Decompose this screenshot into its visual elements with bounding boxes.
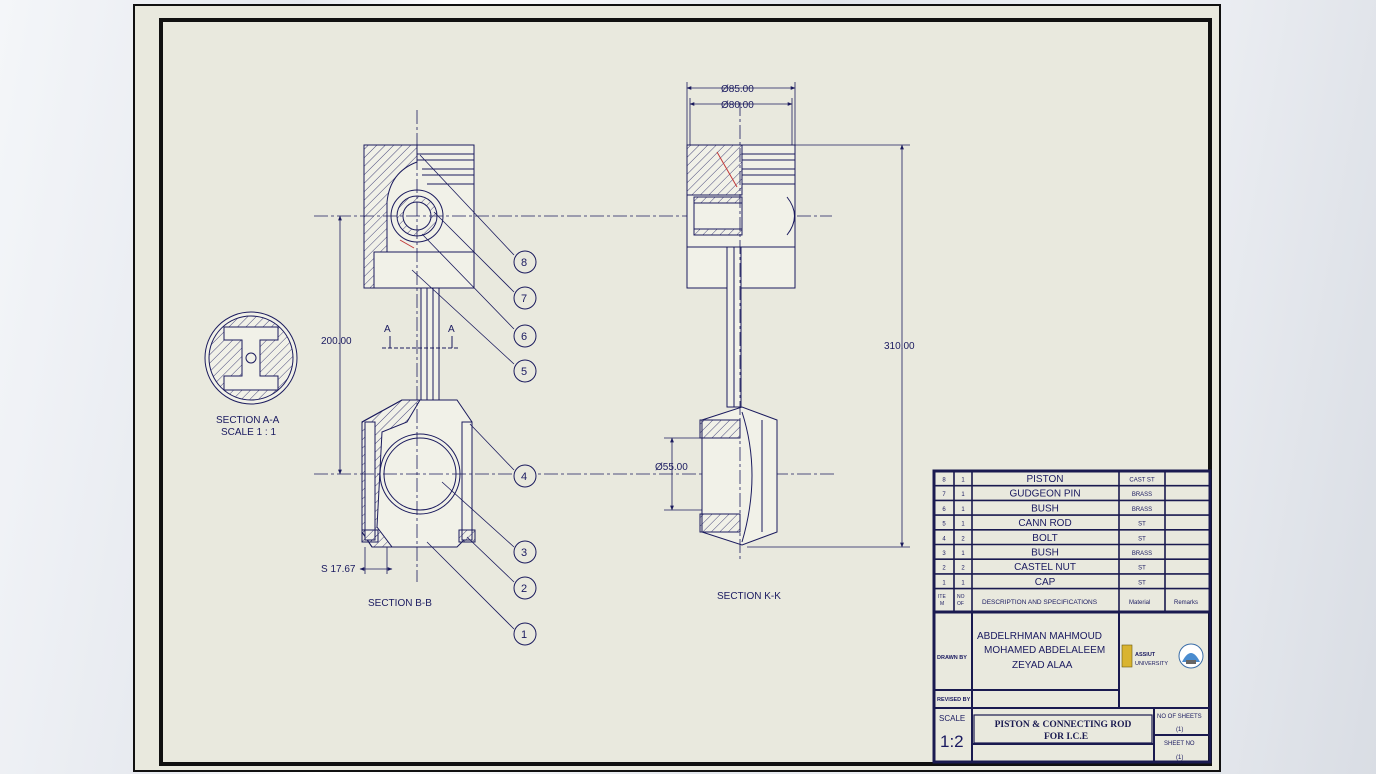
bom-header-desc: DESCRIPTION AND SPECIFICATIONS (982, 599, 1098, 606)
bom-material: BRASS (1132, 551, 1152, 557)
dimension-d85-d80 (686, 82, 796, 145)
svg-text:5: 5 (521, 366, 527, 378)
bom-qty: 1 (961, 478, 965, 484)
no-of-sheets-value: (1) (1176, 727, 1183, 733)
drawn-by-label: DRAWN BY (937, 655, 967, 661)
section-bb-view (361, 144, 476, 548)
svg-text:3: 3 (521, 547, 527, 559)
balloon-4: 4 (513, 464, 537, 488)
drawn-by-name-1: ABDELRHMAN MAHMOUD (977, 631, 1102, 642)
bom-qty: 2 (961, 536, 965, 542)
dimension-200-label: 200.00 (321, 336, 352, 347)
technical-drawing: A A 200.00 S 17.67 SECTION B-B SECTION A… (159, 18, 1212, 766)
bom-qty: 1 (961, 580, 965, 586)
balloon-8: 8 (513, 250, 537, 274)
drawing-title-1: PISTON & CONNECTING ROD (995, 720, 1132, 730)
bom-description: CAP (1035, 577, 1056, 588)
bom-material: BRASS (1132, 507, 1152, 513)
bom-material: CAST ST (1129, 478, 1155, 484)
bom-material: ST (1138, 536, 1146, 542)
bom-item-no: 5 (942, 522, 946, 528)
bom-header-qty-2: OF (957, 601, 964, 607)
section-aa-view (204, 311, 298, 405)
bom-description: BUSH (1031, 548, 1059, 559)
bom-item-no: 1 (942, 580, 946, 586)
bom-material: ST (1138, 566, 1146, 572)
cutting-plane-a (382, 336, 460, 349)
title-block (932, 610, 1212, 764)
bom-description: PISTON (1026, 474, 1063, 485)
sheet-no-label: SHEET NO (1164, 741, 1195, 747)
svg-text:2: 2 (521, 583, 527, 595)
bom-qty: 1 (961, 522, 965, 528)
drawing-sheet: A A 200.00 S 17.67 SECTION B-B SECTION A… (133, 4, 1221, 772)
bom-description: CANN ROD (1018, 518, 1071, 529)
bom-item-no: 6 (942, 507, 946, 513)
svg-text:1: 1 (521, 629, 527, 641)
drawn-by-name-2: MOHAMED ABDELALEEM (984, 645, 1105, 656)
section-bb-label: SECTION B-B (368, 598, 432, 609)
svg-text:7: 7 (521, 293, 527, 305)
balloon-1: 1 (513, 622, 537, 646)
bom-material: BRASS (1132, 492, 1152, 498)
dimension-d55 (664, 437, 702, 511)
dimension-310-label: 310.00 (884, 341, 915, 352)
bom-description: BUSH (1031, 503, 1059, 514)
section-aa-scale: SCALE 1 : 1 (221, 427, 276, 438)
bom-material: ST (1138, 580, 1146, 586)
bom-material: ST (1138, 522, 1146, 528)
balloon-6: 6 (513, 324, 537, 348)
logo-text-1: ASSIUT (1135, 652, 1156, 658)
bom-item-no: 2 (942, 566, 946, 572)
svg-text:8: 8 (521, 257, 527, 269)
inner-frame (159, 18, 1212, 766)
bom-description: GUDGEON PIN (1009, 489, 1080, 500)
drawn-by-name-3: ZEYAD ALAA (1012, 660, 1073, 671)
section-aa-label: SECTION A-A (216, 415, 280, 426)
bom-description: CASTEL NUT (1014, 562, 1076, 573)
bom-description: BOLT (1032, 533, 1057, 544)
dimension-310 (747, 144, 910, 548)
balloon-7: 7 (513, 286, 537, 310)
bom-item-no: 8 (942, 478, 946, 484)
university-logo: ASSIUT UNIVERSITY (1121, 643, 1204, 669)
bom-qty: 1 (961, 551, 965, 557)
svg-text:4: 4 (521, 471, 527, 483)
bom-qty: 1 (961, 492, 965, 498)
dimension-s1767-label: S 17.67 (321, 564, 356, 575)
balloon-leaders (411, 154, 515, 630)
bom-qty: 2 (961, 566, 965, 572)
logo-text-2: UNIVERSITY (1135, 661, 1168, 667)
drawing-title-2: FOR I.C.E (1044, 732, 1088, 742)
sheet-no-value: (1) (1176, 755, 1183, 761)
dimension-d85-label: Ø85.00 (721, 84, 754, 95)
bom-header-remarks: Remarks (1174, 600, 1198, 606)
no-of-sheets-label: NO OF SHEETS (1157, 714, 1202, 720)
section-a-marker-left: A (384, 324, 391, 335)
bom-header-material: Material (1129, 600, 1150, 606)
bom-header-item-1: ITE (938, 594, 946, 600)
balloon-3: 3 (513, 540, 537, 564)
bom-qty: 1 (961, 507, 965, 513)
section-kk-view (686, 144, 796, 546)
balloon-5: 5 (513, 359, 537, 383)
scale-value: 1:2 (940, 732, 964, 751)
dimension-d55-label: Ø55.00 (655, 462, 688, 473)
bom-header-qty-1: NO (957, 594, 965, 600)
bom-item-no: 7 (942, 492, 946, 498)
section-kk-label: SECTION K-K (717, 591, 781, 602)
revised-by-label: REVISED BY (937, 697, 971, 703)
section-a-marker-right: A (448, 324, 455, 335)
balloon-2: 2 (513, 576, 537, 600)
svg-text:6: 6 (521, 331, 527, 343)
bom-header-item-2: M (940, 601, 944, 607)
bom-item-no: 4 (942, 536, 946, 542)
dimension-s1767 (359, 547, 393, 574)
bom-item-no: 3 (942, 551, 946, 557)
scale-label: SCALE (939, 714, 965, 723)
dimension-d80-label: Ø80.00 (721, 100, 754, 111)
